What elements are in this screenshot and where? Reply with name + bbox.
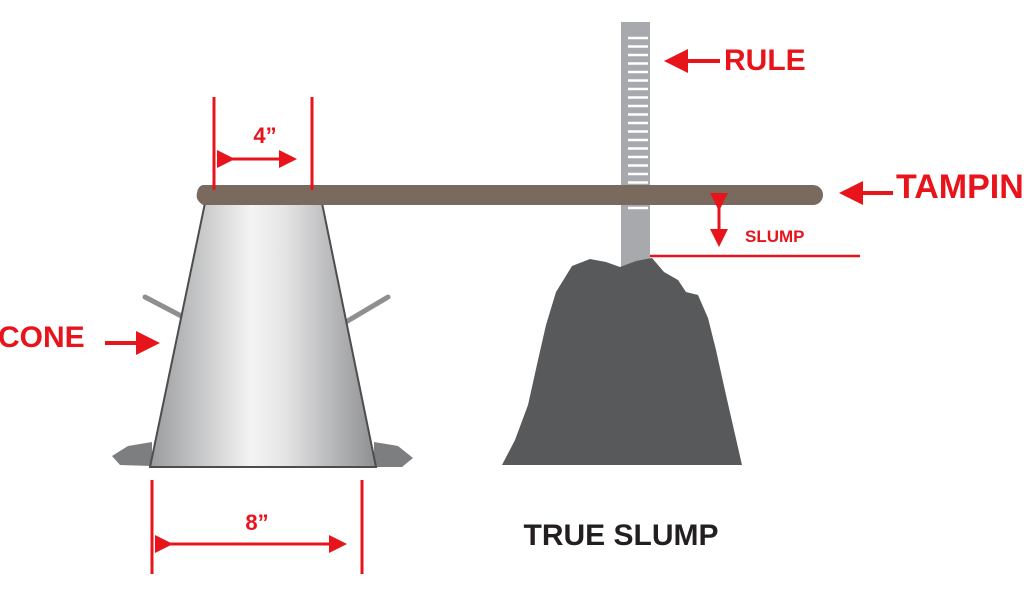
top-width-label: 4”: [253, 123, 276, 148]
cone-foot-left: [112, 442, 152, 466]
slump-cone: [148, 202, 378, 468]
bottom-width-label: 8”: [245, 510, 268, 535]
concrete-pile: [502, 258, 742, 465]
slump-label: SLUMP: [745, 227, 805, 246]
tamping-rod-label: TAMPIN: [896, 168, 1024, 206]
true-slump-caption: TRUE SLUMP: [524, 519, 719, 552]
cone-label: CONE: [0, 321, 85, 354]
tamping-rod: [196, 185, 824, 205]
rule-label: RULE: [724, 44, 806, 77]
cone-foot-right: [374, 442, 413, 467]
rule: [621, 22, 650, 267]
